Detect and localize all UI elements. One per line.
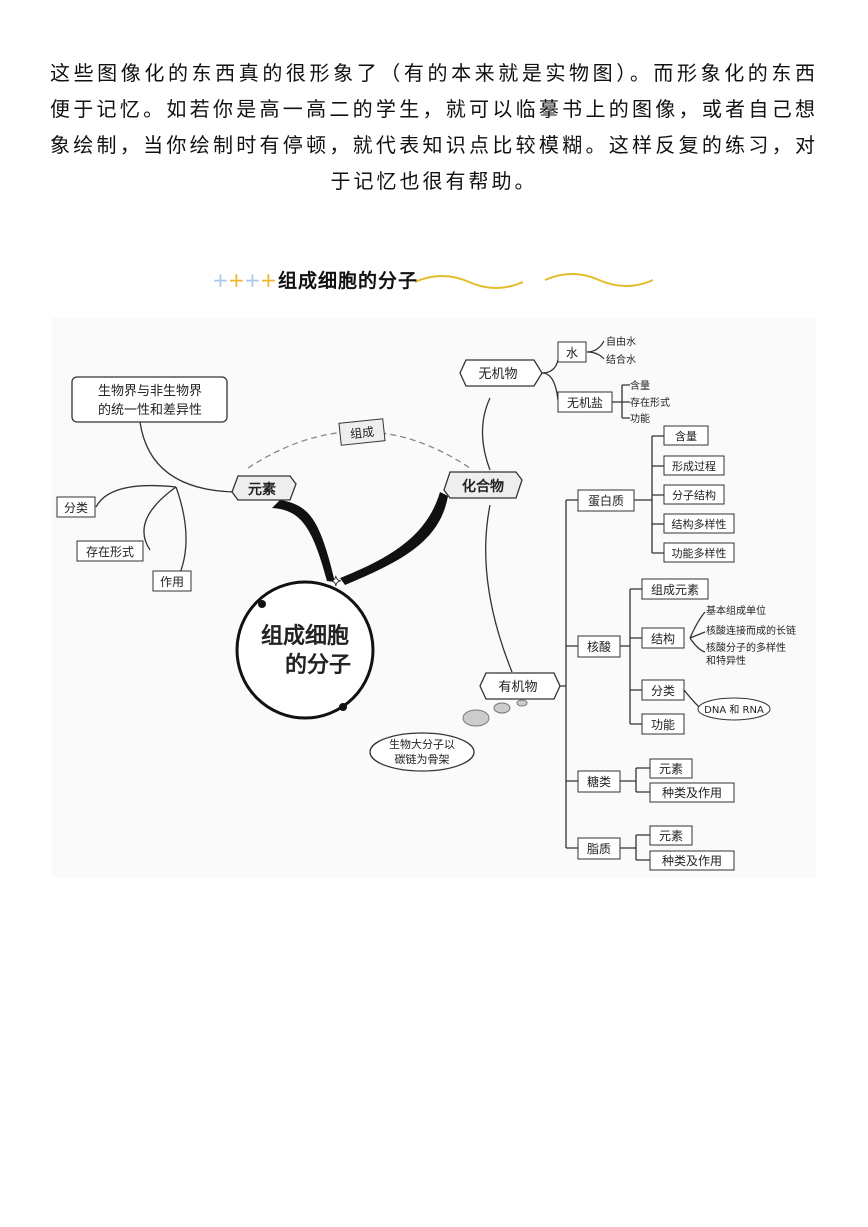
nucleic-child-node xyxy=(641,679,685,701)
lipid-child: 种类及作用 xyxy=(662,854,722,868)
structure-child: 基本组成单位 xyxy=(706,604,766,617)
dna-rna-label: DNA 和 RNA xyxy=(704,704,764,716)
dot-icon xyxy=(258,600,266,608)
bubble-icon xyxy=(493,702,511,714)
node-label: 作用 xyxy=(160,575,184,589)
unity-label-1: 生物界与非生物界 xyxy=(98,384,202,399)
arrow-compound-to-center xyxy=(340,492,448,585)
nucleic-child-node xyxy=(641,578,709,600)
lipid-node xyxy=(577,837,621,860)
plus-icons: + + + + xyxy=(212,268,277,292)
elements-node xyxy=(231,475,297,501)
node-existence-form xyxy=(76,540,144,562)
svg-text:+: + xyxy=(212,268,229,292)
center-node xyxy=(235,580,375,720)
nucleic-child: 分类 xyxy=(651,684,675,698)
sugar-label: 糖类 xyxy=(587,774,611,789)
lipid-child-node xyxy=(649,825,693,846)
salt-child: 功能 xyxy=(630,412,650,425)
arrow-element-to-center xyxy=(272,500,335,582)
carbon-note-label-1: 生物大分子以 xyxy=(389,737,455,751)
nucleic-child: 结构 xyxy=(651,631,675,646)
protein-child-node xyxy=(663,455,725,476)
center-label-2: 的分子 xyxy=(285,652,351,678)
elements-label: 元素 xyxy=(248,481,276,498)
carbon-note-label-2: 碳链为骨架 xyxy=(395,752,450,766)
compose-label: 组成 xyxy=(349,425,374,441)
carbon-note xyxy=(369,732,475,772)
inorganic-label: 无机物 xyxy=(478,367,517,382)
unity-label-2: 的统一性和差异性 xyxy=(98,402,202,418)
section-title: 组成细胞的分子 xyxy=(278,270,419,292)
connector-lines xyxy=(95,340,706,861)
salt-child: 存在形式 xyxy=(630,396,670,409)
dna-rna-node xyxy=(697,697,771,721)
protein-child: 形成过程 xyxy=(672,460,716,473)
node-label: 分类 xyxy=(64,501,88,515)
node-function xyxy=(152,570,192,592)
star-icon: ✦ xyxy=(330,574,342,590)
water-child: 自由水 xyxy=(606,335,636,348)
body-paragraph: 这些图像化的东西真的很形象了（有的本来就是实物图）。而形象化的东西便于记忆。如若… xyxy=(50,61,818,193)
inorganic-node xyxy=(459,359,543,387)
protein-child-node xyxy=(663,513,735,534)
water-node xyxy=(557,341,587,363)
bubble-icon xyxy=(516,699,528,707)
svg-text:+: + xyxy=(260,268,277,292)
lipid-label: 脂质 xyxy=(587,841,611,856)
bubble-icon xyxy=(462,709,490,727)
node-label: 存在形式 xyxy=(86,545,134,559)
protein-child: 分子结构 xyxy=(672,488,716,502)
water-label: 水 xyxy=(566,346,578,360)
svg-text:+: + xyxy=(244,268,261,292)
lipid-child-node xyxy=(649,850,735,871)
protein-child: 结构多样性 xyxy=(672,517,727,531)
nucleic-label: 核酸 xyxy=(587,639,611,654)
salt-label: 无机盐 xyxy=(567,396,603,410)
svg-text:+: + xyxy=(228,268,245,292)
wave-decoration xyxy=(414,275,524,289)
structure-child: 和特异性 xyxy=(706,654,746,667)
structure-child: 核酸连接而成的长链 xyxy=(706,624,796,637)
sugar-child: 元素 xyxy=(659,762,683,776)
sugar-node xyxy=(577,770,621,793)
nucleic-child-node xyxy=(641,713,685,735)
salt-node xyxy=(557,391,613,413)
compounds-node xyxy=(443,471,523,499)
protein-node xyxy=(577,489,635,512)
protein-child-node xyxy=(663,542,735,563)
heading-decoration: + + + + xyxy=(212,268,654,292)
nucleic-node xyxy=(577,635,621,658)
organic-label: 有机物 xyxy=(498,680,537,695)
wave-decoration xyxy=(544,273,654,287)
lipid-child: 元素 xyxy=(659,829,683,843)
unity-node xyxy=(71,376,228,423)
protein-child: 功能多样性 xyxy=(672,546,727,560)
compounds-label: 化合物 xyxy=(462,478,504,495)
nucleic-child-node xyxy=(641,627,685,649)
protein-child-node xyxy=(663,425,709,446)
nucleic-child: 组成元素 xyxy=(651,583,699,597)
sugar-child-node xyxy=(649,758,693,779)
structure-child: 核酸分子的多样性 xyxy=(706,641,786,654)
organic-node xyxy=(479,672,561,700)
compose-node xyxy=(338,418,386,446)
dot-icon xyxy=(339,703,347,711)
water-child: 结合水 xyxy=(606,353,636,366)
protein-child-node xyxy=(663,484,725,505)
nucleic-child: 功能 xyxy=(651,718,675,732)
sugar-child-node xyxy=(649,782,735,803)
node-classification xyxy=(56,496,96,518)
section-heading: + + + + 组成细胞的分子 xyxy=(210,262,670,302)
center-label-1: 组成细胞 xyxy=(261,623,349,649)
salt-child: 含量 xyxy=(630,379,650,392)
protein-child: 含量 xyxy=(675,429,697,443)
protein-label: 蛋白质 xyxy=(588,493,624,508)
sugar-child: 种类及作用 xyxy=(662,786,722,800)
